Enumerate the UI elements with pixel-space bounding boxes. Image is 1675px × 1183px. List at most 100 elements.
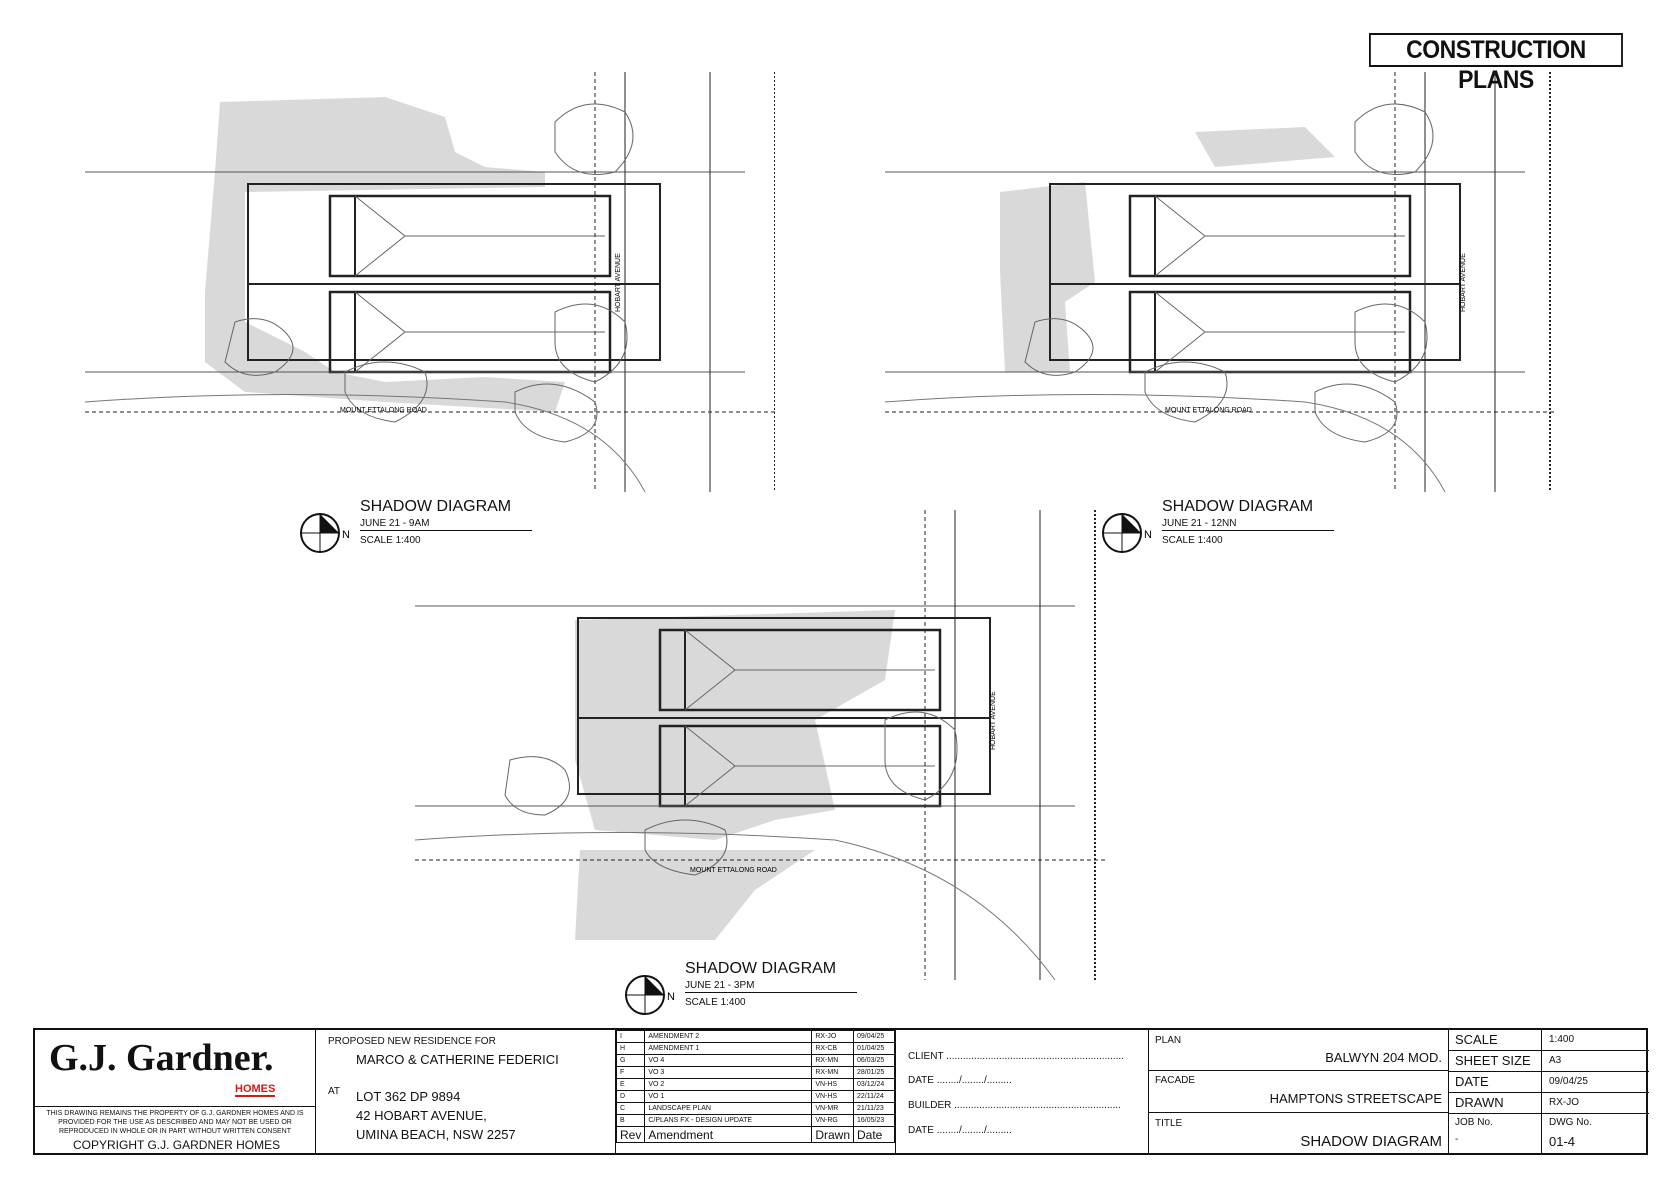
- sheet-grid-hline: [1449, 1092, 1649, 1093]
- amendment-amendment: VO 1: [644, 1090, 813, 1103]
- amendment-header: Amendment: [644, 1126, 813, 1143]
- north-arrow-icon: N: [1102, 513, 1152, 553]
- amendment-amendment: VO 3: [644, 1066, 813, 1079]
- drawn-value: RX-JO: [1549, 1097, 1579, 1108]
- amendment-rev: I: [615, 1030, 646, 1043]
- diagram-title: SHADOW DIAGRAM: [360, 498, 512, 515]
- amendment-drawn: RX-CB: [811, 1042, 854, 1055]
- plan-label: PLAN: [1155, 1035, 1182, 1046]
- facade-label: FACADE: [1155, 1075, 1196, 1086]
- avenue-label: HOBART AVENUE: [990, 691, 997, 750]
- svg-text:N: N: [667, 991, 675, 1003]
- date-value: 09/04/25: [1549, 1076, 1588, 1087]
- plan-cell: PLAN BALWYN 204 MOD. FACADE HAMPTONS STR…: [1149, 1030, 1449, 1153]
- svg-text:N: N: [342, 529, 350, 541]
- title-block: G.J. Gardner. HOMES THIS DRAWING REMAINS…: [33, 1028, 1649, 1155]
- client-names: MARCO & CATHERINE FEDERICI: [356, 1052, 559, 1067]
- facade-value: HAMPTONS STREETSCAPE: [1269, 1091, 1442, 1106]
- construction-plans-banner: CONSTRUCTION PLANS: [1369, 33, 1623, 94]
- title-label: TITLE: [1155, 1118, 1183, 1129]
- amendment-rev: H: [615, 1042, 646, 1055]
- amendment-rev: E: [615, 1078, 646, 1091]
- amendment-rev: F: [615, 1066, 646, 1079]
- drawn-header: Drawn: [811, 1126, 854, 1143]
- disclaimer-text: THIS DRAWING REMAINS THE PROPERTY OF G.J…: [46, 1110, 304, 1135]
- amendment-date: 16/05/23: [853, 1114, 895, 1127]
- project-cell: PROPOSED NEW RESIDENCE FOR MARCO & CATHE…: [316, 1030, 616, 1153]
- company-logo-homes: HOMES: [235, 1083, 276, 1097]
- amendment-rev: C: [615, 1102, 646, 1115]
- client-sign-label: CLIENT .................................…: [908, 1051, 1124, 1062]
- diagram-title: SHADOW DIAGRAM: [1162, 498, 1314, 515]
- shadow-area: [575, 610, 895, 940]
- amendment-date: 28/01/25: [853, 1066, 895, 1079]
- drawn-label: DRAWN: [1455, 1095, 1504, 1110]
- amendment-drawn: VN-MR: [811, 1102, 854, 1115]
- proposed-label: PROPOSED NEW RESIDENCE FOR: [328, 1036, 496, 1047]
- sheet-size-value: A3: [1549, 1055, 1562, 1066]
- amendment-drawn: RX-MN: [811, 1066, 854, 1079]
- date-header: Date: [853, 1126, 895, 1143]
- site-plan-3pm: MOUNT ETTALONG ROAD HOBART AVENUE: [415, 510, 1105, 990]
- at-label: AT: [328, 1086, 341, 1097]
- site-plan-9am: MOUNT ETTALONG ROAD HOBART AVENUE: [85, 72, 775, 492]
- date-label: DATE: [1455, 1074, 1489, 1089]
- amendment-date: 21/11/23: [853, 1102, 895, 1115]
- north-arrow-icon: N: [625, 975, 675, 1015]
- amendment-amendment: LANDSCAPE PLAN: [644, 1102, 813, 1115]
- amendment-rev: D: [615, 1090, 646, 1103]
- avenue-label: HOBART AVENUE: [615, 253, 622, 312]
- diagram-subtitle: JUNE 21 - 3PM: [685, 980, 755, 991]
- amendment-rev: B: [615, 1114, 646, 1127]
- svg-text:N: N: [1144, 529, 1152, 541]
- diagram-title: SHADOW DIAGRAM: [685, 960, 837, 977]
- sheet-size-label: SHEET SIZE: [1455, 1053, 1531, 1068]
- shadow-area: [205, 97, 565, 412]
- amendment-drawn: RX-JO: [811, 1030, 854, 1043]
- diagram-scale: SCALE 1:400: [1162, 535, 1223, 546]
- dwg-value: 01-4: [1549, 1134, 1576, 1149]
- diagram-subtitle: JUNE 21 - 12NN: [1162, 518, 1237, 529]
- rev-header: Rev: [615, 1126, 646, 1143]
- client-date-label: DATE ......../......../.........: [908, 1075, 1012, 1086]
- amendment-amendment: AMENDMENT 2: [644, 1030, 813, 1043]
- logo-divider: [35, 1106, 315, 1107]
- diagram-scale: SCALE 1:400: [685, 997, 746, 1008]
- copyright-text: COPYRIGHT G.J. GARDNER HOMES: [73, 1138, 281, 1152]
- address-line-1: LOT 362 DP 9894: [356, 1089, 461, 1104]
- road-label: MOUNT ETTALONG ROAD: [1165, 407, 1252, 414]
- amendment-date: 01/04/25: [853, 1042, 895, 1055]
- builder-date-label: DATE ......../......../.........: [908, 1125, 1012, 1136]
- sheet-info-grid: SCALE 1:400 SHEET SIZE A3 DATE 09/04/25 …: [1449, 1030, 1649, 1155]
- sheet-grid-hline: [1449, 1050, 1649, 1051]
- amendment-amendment: AMENDMENT 1: [644, 1042, 813, 1055]
- avenue-label: HOBART AVENUE: [1460, 253, 1467, 312]
- amendment-drawn: VN-RG: [811, 1114, 854, 1127]
- plan-divider: [1149, 1070, 1448, 1071]
- signature-cell: CLIENT .................................…: [896, 1030, 1149, 1153]
- job-label: JOB No.: [1455, 1117, 1493, 1128]
- amendment-amendment: C/PLANS FX - DESIGN UPDATE: [644, 1114, 813, 1127]
- shadow-area: [1000, 127, 1335, 372]
- dwg-label: DWG No.: [1549, 1117, 1592, 1128]
- amendment-date: 06/03/25: [853, 1054, 895, 1067]
- amendment-date: 03/12/24: [853, 1078, 895, 1091]
- amendments-header-row: Rev Amendment Drawn Date: [615, 1126, 895, 1143]
- title-rule: [360, 530, 532, 531]
- title-value: SHADOW DIAGRAM: [1300, 1133, 1442, 1150]
- amendment-amendment: VO 2: [644, 1078, 813, 1091]
- site-plan-9am-svg: MOUNT ETTALONG ROAD HOBART AVENUE: [85, 72, 775, 492]
- address-line-3: UMINA BEACH, NSW 2257: [356, 1127, 516, 1142]
- amendment-drawn: RX-MN: [811, 1054, 854, 1067]
- job-value: -: [1455, 1134, 1459, 1145]
- site-plan-3pm-svg: MOUNT ETTALONG ROAD HOBART AVENUE: [415, 510, 1105, 981]
